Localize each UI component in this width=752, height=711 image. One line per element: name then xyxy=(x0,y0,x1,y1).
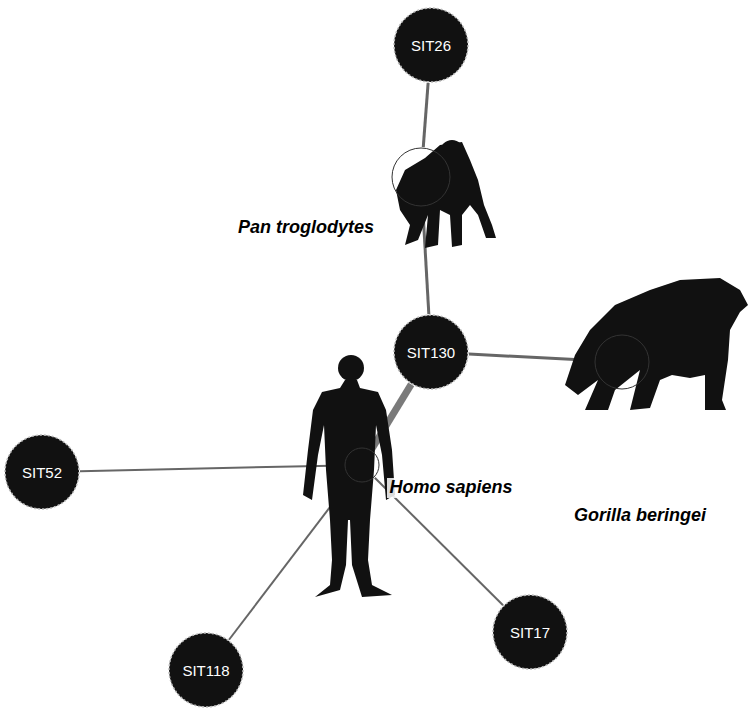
network-link xyxy=(80,465,344,471)
haplotype-circle: SIT52 xyxy=(4,434,80,510)
hub-circle xyxy=(595,335,649,389)
haplotype-circle: SIT17 xyxy=(492,594,568,670)
hub-ring xyxy=(391,147,451,207)
haplotype-label: SIT130 xyxy=(407,345,455,360)
circle-fill xyxy=(493,595,567,669)
haplotype-label: SIT118 xyxy=(182,663,229,678)
haplotype-circle: SIT118 xyxy=(168,632,244,708)
human-silhouette xyxy=(303,355,395,597)
hub-ring xyxy=(594,334,650,390)
species-label: Homo sapiens xyxy=(387,478,514,498)
species-label: Gorilla beringei xyxy=(572,506,708,526)
species-label: Pan troglodytes xyxy=(236,218,376,238)
haplotype-circle: SIT130 xyxy=(393,314,469,390)
chimpanzee-silhouette xyxy=(396,140,496,248)
hub-circle xyxy=(392,148,450,206)
circle-fill xyxy=(394,8,468,82)
circle-fill xyxy=(169,633,243,707)
haplotype-circle: SIT26 xyxy=(393,7,469,83)
species-node: Homo sapiens xyxy=(344,447,380,483)
haplotype-label: SIT52 xyxy=(22,465,62,480)
species-node: Pan troglodytes xyxy=(391,147,451,207)
species-node: Gorilla beringei xyxy=(594,334,650,390)
circle-fill xyxy=(5,435,79,509)
haplotype-label: SIT26 xyxy=(411,38,451,53)
hub-circle xyxy=(345,448,379,482)
haplotype-label: SIT17 xyxy=(510,625,550,640)
circle-fill xyxy=(394,315,468,389)
network-link xyxy=(423,83,428,147)
hub-ring xyxy=(344,447,380,483)
gorilla-silhouette xyxy=(565,278,748,410)
